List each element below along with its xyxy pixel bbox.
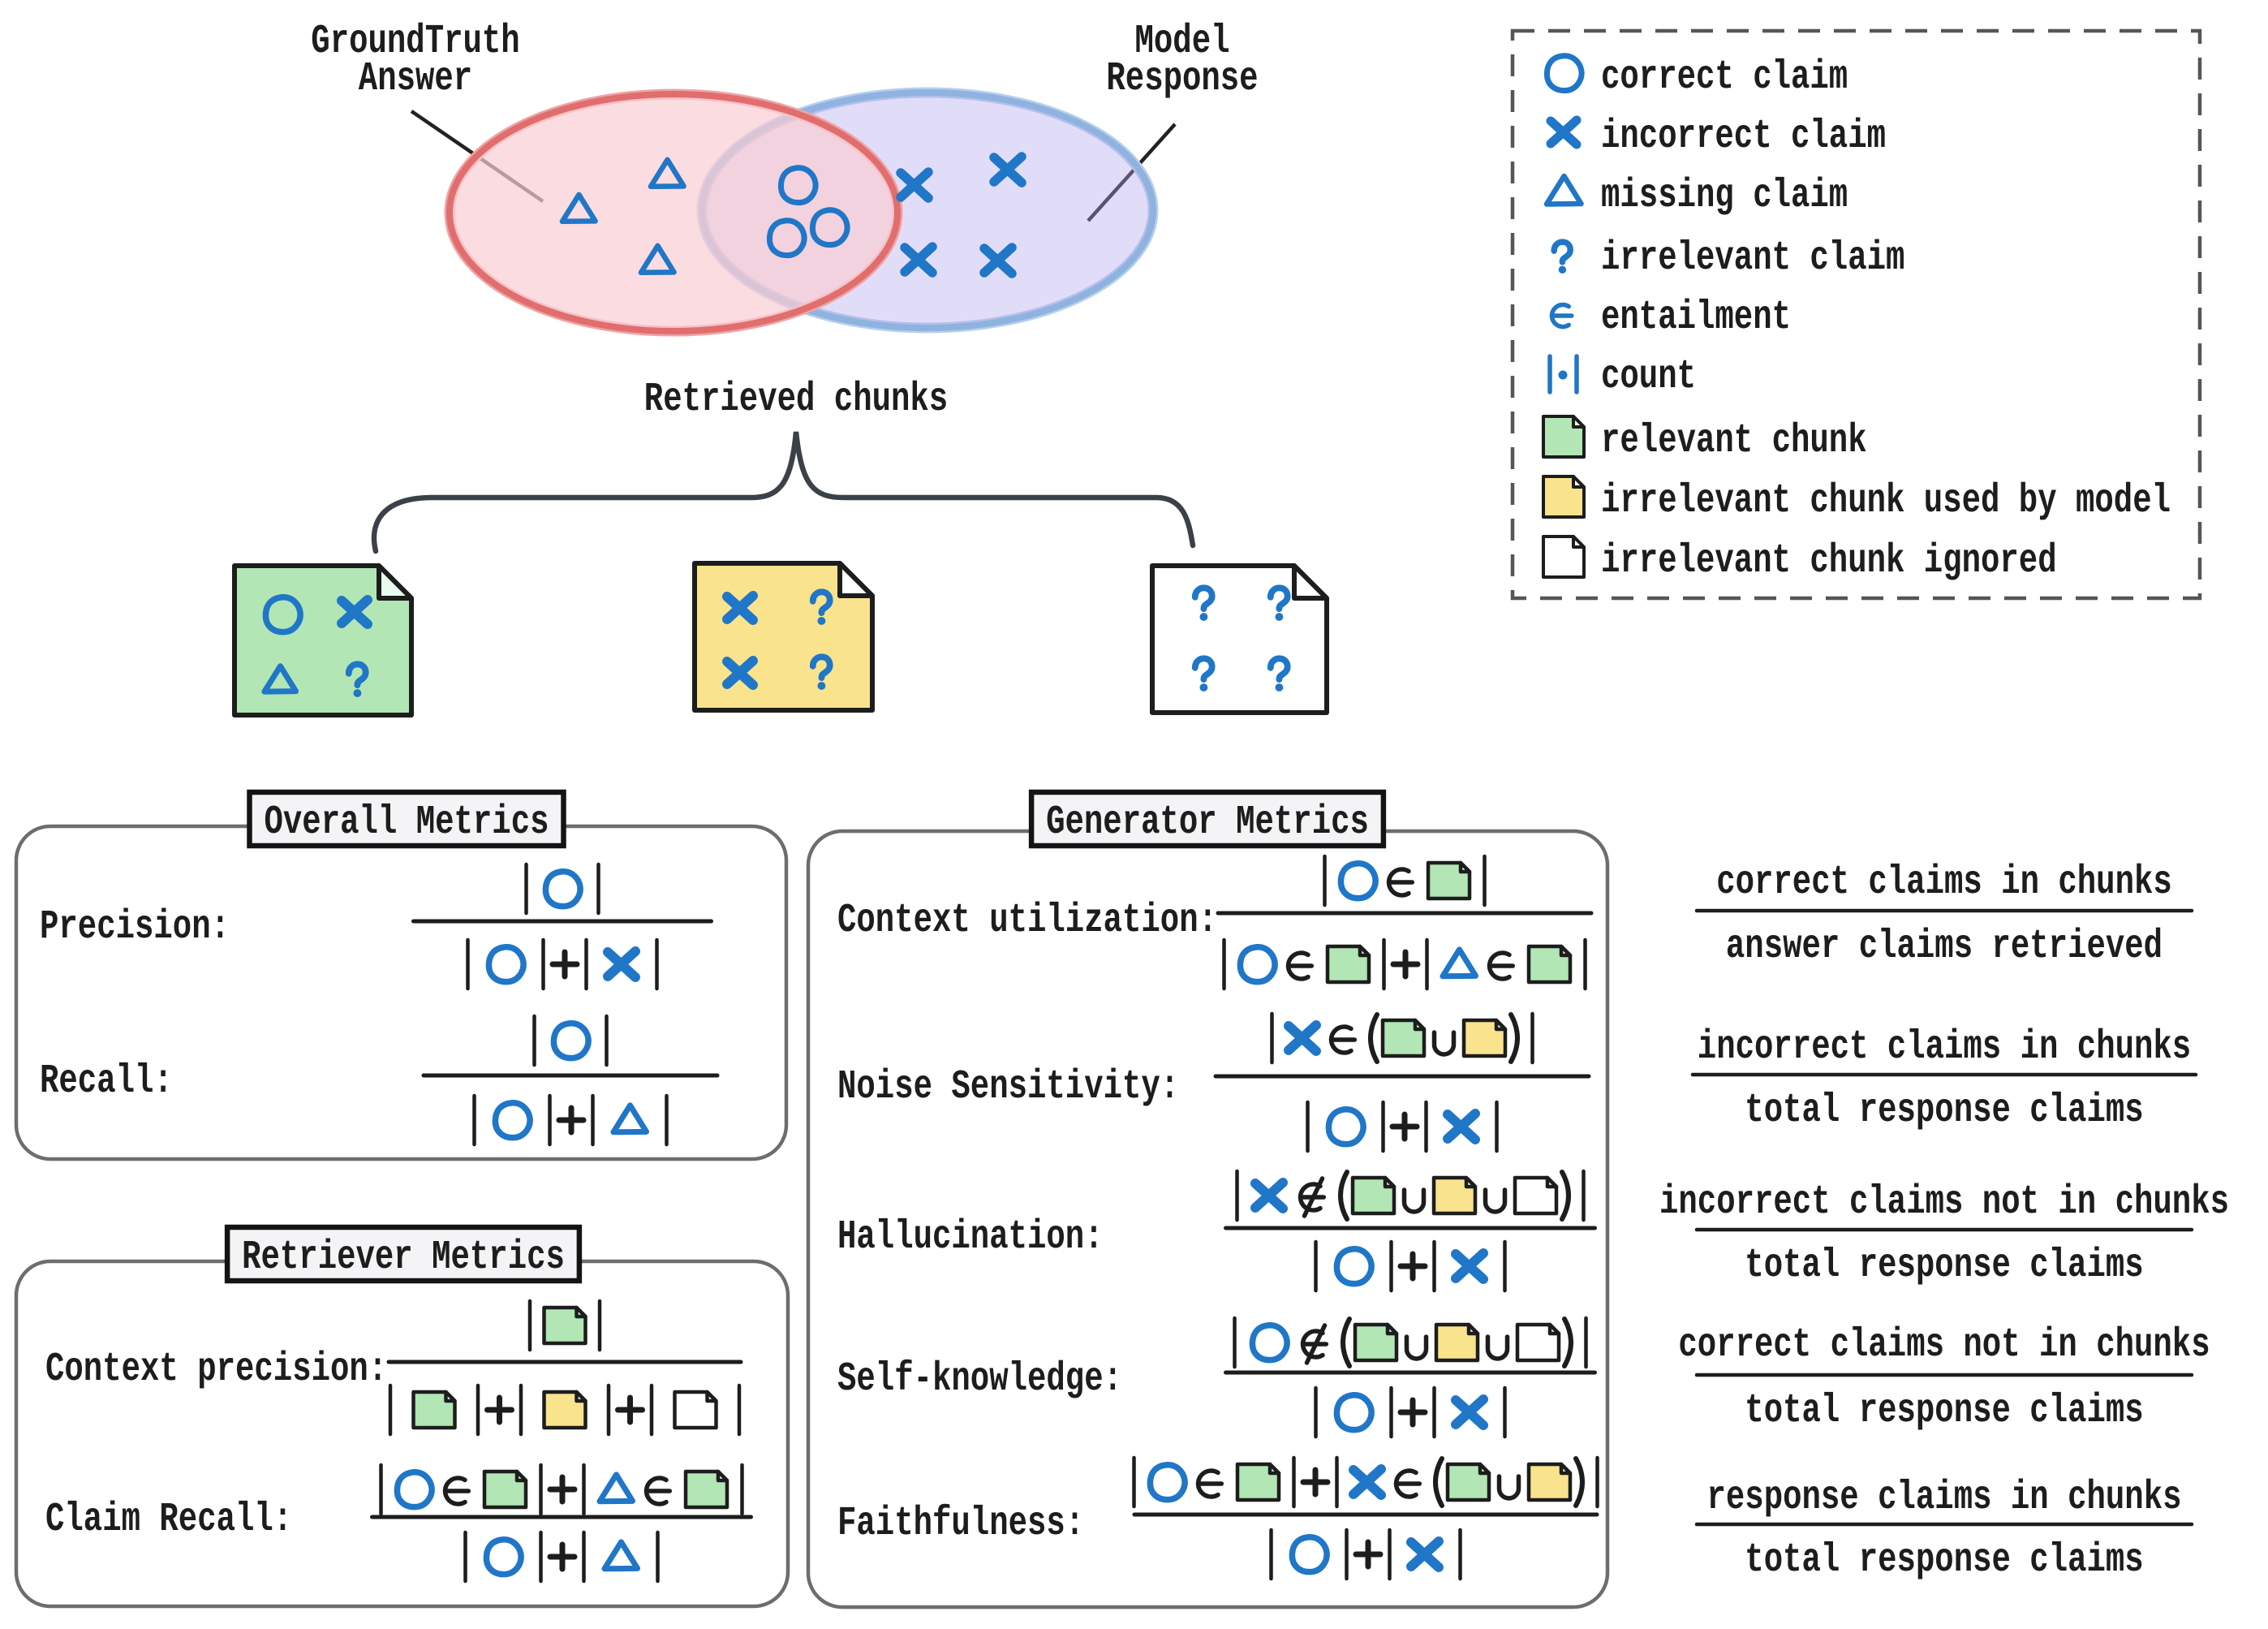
svg-text:Precision:: Precision: [40, 904, 230, 950]
svg-text:Claim Recall:: Claim Recall: [45, 1497, 292, 1543]
svg-text:correct claim: correct claim [1601, 54, 1848, 101]
svg-text:relevant chunk: relevant chunk [1601, 418, 1867, 464]
svg-text:total response claims: total response claims [1745, 1537, 2143, 1584]
svg-text:Self-knowledge:: Self-knowledge: [837, 1356, 1122, 1403]
svg-text:Recall:: Recall: [40, 1058, 173, 1105]
svg-text:Retrieved chunks: Retrieved chunks [644, 377, 948, 423]
svg-text:Overall Metrics: Overall Metrics [265, 799, 549, 846]
svg-text:incorrect claims in chunks: incorrect claims in chunks [1698, 1024, 2191, 1071]
svg-text:Answer: Answer [359, 56, 472, 102]
svg-text:count: count [1601, 354, 1696, 400]
svg-text:correct claims not in chunks: correct claims not in chunks [1678, 1322, 2210, 1368]
svg-text:total response claims: total response claims [1745, 1088, 2143, 1134]
svg-text:Response: Response [1106, 56, 1258, 102]
svg-text:total response claims: total response claims [1745, 1243, 2143, 1289]
svg-text:irrelevant chunk used by model: irrelevant chunk used by model [1601, 478, 2171, 524]
svg-text:incorrect claim: incorrect claim [1601, 114, 1886, 160]
svg-text:answer claims retrieved: answer claims retrieved [1726, 924, 2163, 970]
svg-text:correct claims in chunks: correct claims in chunks [1716, 860, 2172, 906]
svg-text:irrelevant claim: irrelevant claim [1601, 235, 1904, 282]
svg-text:response claims in chunks: response claims in chunks [1707, 1475, 2182, 1521]
svg-text:irrelevant chunk ignored: irrelevant chunk ignored [1601, 538, 2057, 584]
svg-text:entailment: entailment [1601, 295, 1791, 341]
svg-text:total response claims: total response claims [1745, 1388, 2143, 1434]
svg-text:Noise Sensitivity:: Noise Sensitivity: [837, 1064, 1179, 1110]
svg-text:Context precision:: Context precision: [45, 1347, 387, 1393]
svg-text:incorrect claims not in chunks: incorrect claims not in chunks [1659, 1179, 2229, 1226]
svg-text:GroundTruth: GroundTruth [311, 19, 519, 65]
svg-text:missing claim: missing claim [1601, 173, 1848, 219]
svg-text:Context utilization:: Context utilization: [837, 898, 1217, 944]
svg-text:Faithfulness:: Faithfulness: [837, 1501, 1084, 1547]
svg-text:Generator Metrics: Generator Metrics [1046, 799, 1369, 846]
svg-text:Hallucination:: Hallucination: [837, 1214, 1104, 1261]
svg-text:Retriever Metrics: Retriever Metrics [242, 1235, 565, 1281]
svg-text:Model: Model [1135, 19, 1230, 65]
